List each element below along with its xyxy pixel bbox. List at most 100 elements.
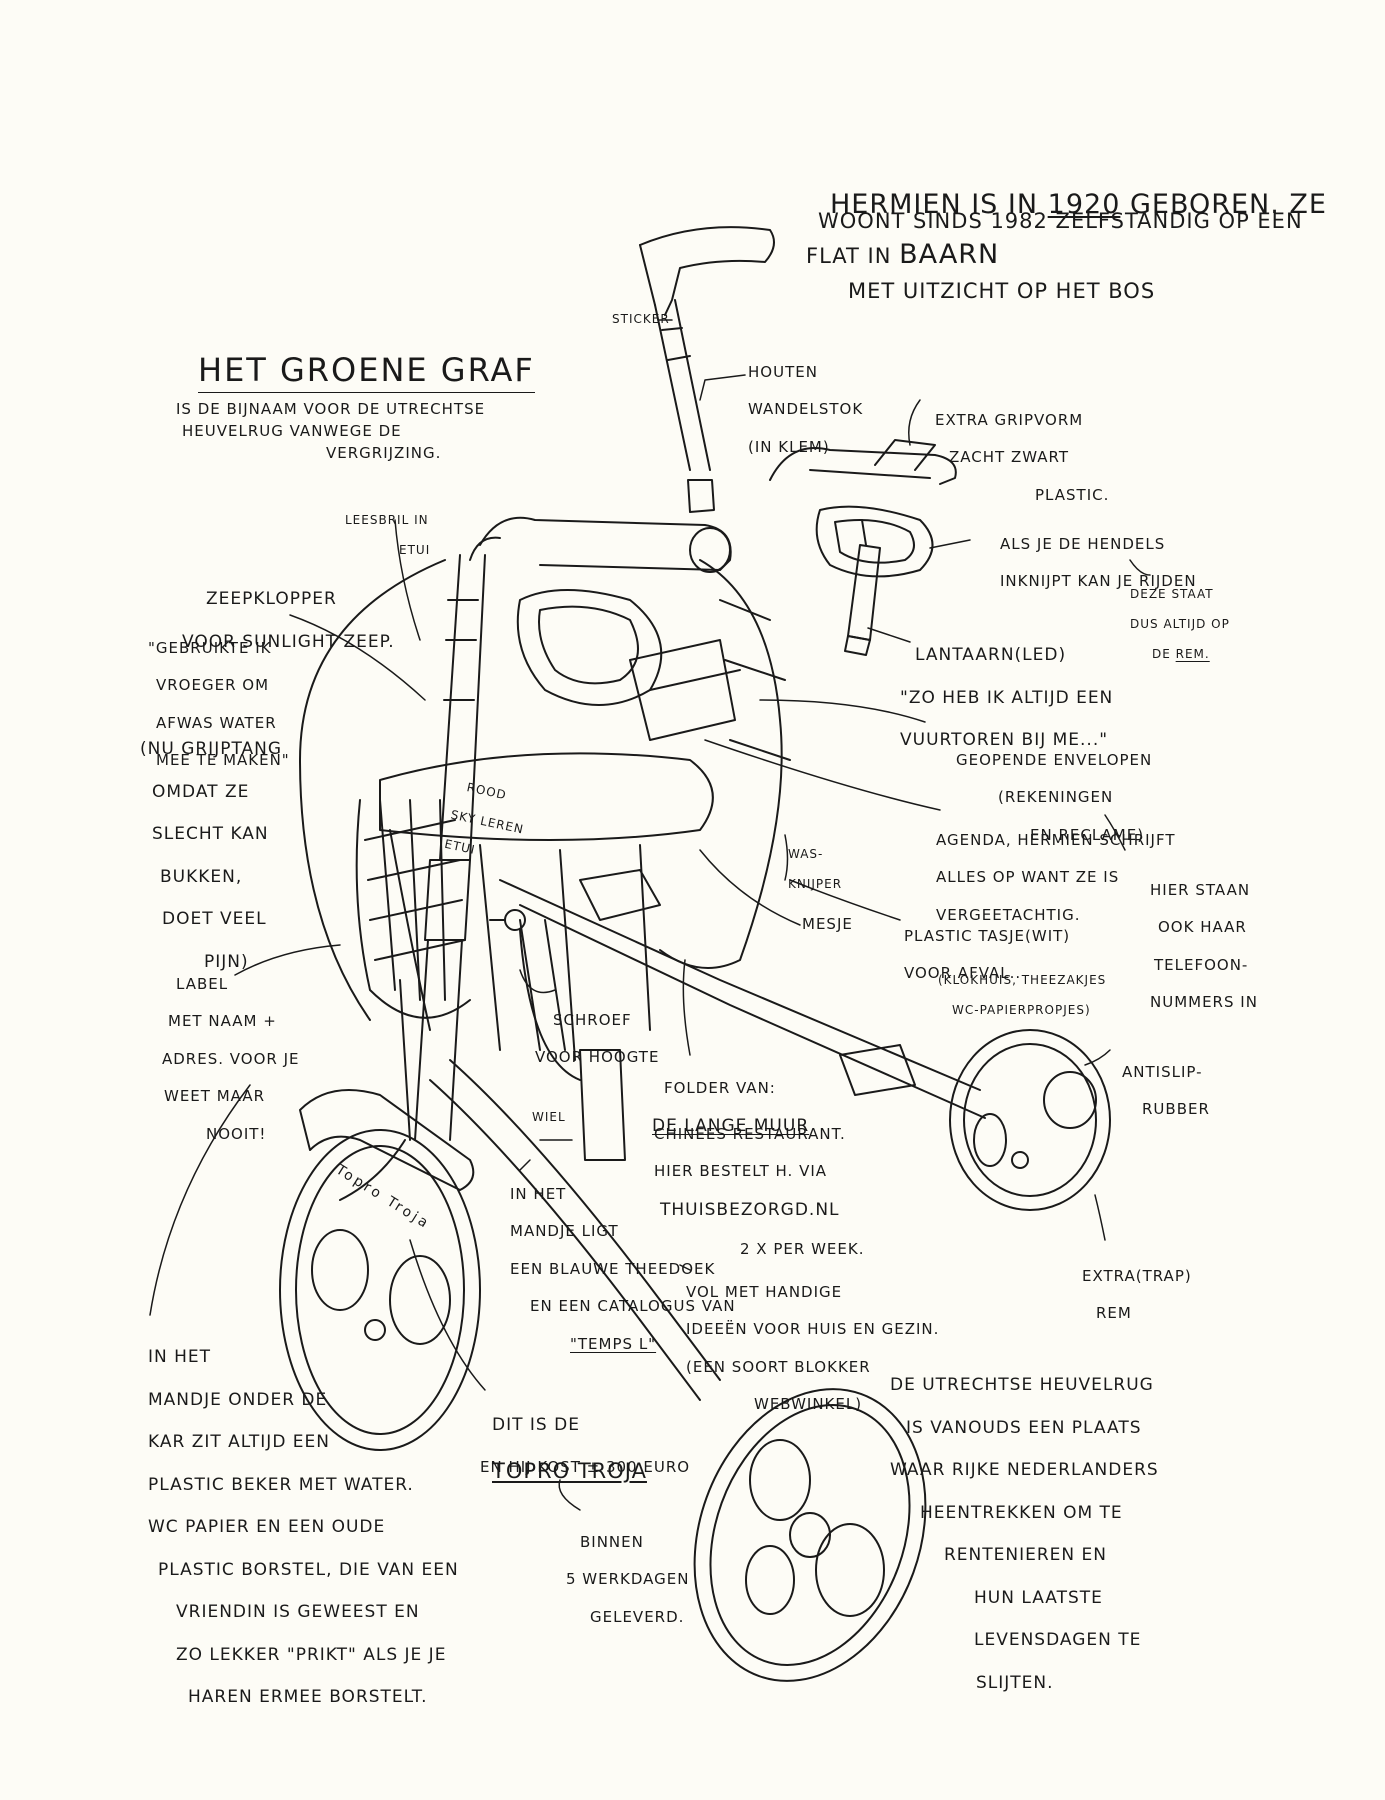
note-basket-top-3: een blauwe theedoek: [510, 1259, 716, 1278]
note-grabber-3: slecht kan: [152, 824, 269, 845]
note-topro-price: en hij kost ± 300 euro: [480, 1458, 691, 1476]
note-catalogue-2: ideeën voor huis en gezin.: [686, 1320, 940, 1339]
note-topro-1: Dit is de: [492, 1415, 580, 1436]
note-label-2: met naam +: [168, 1012, 277, 1031]
note-label: Label met naam + adres. voor je weet maa…: [162, 956, 299, 1162]
header-note: Hermien is in 1920 geboren. Ze: [830, 168, 1327, 242]
header-line-1b: geboren. Ze: [1120, 189, 1327, 220]
note-catalogue-1: vol met handige: [686, 1282, 843, 1301]
note-basket-bottom-3: kar zit altijd een: [148, 1432, 331, 1453]
note-kick-brake: Extra(trap) rem: [1082, 1248, 1192, 1342]
note-delivery-3: geleverd.: [590, 1607, 685, 1626]
note-basket-bottom-1: In het: [148, 1347, 212, 1368]
note-heuvelrug-4: heentrekken om te: [920, 1502, 1123, 1523]
note-clothes-peg: Was- knijper: [788, 832, 842, 907]
note-delivery-1: Binnen: [580, 1532, 644, 1551]
title-sub-2: Heuvelrug vanwege de: [182, 422, 402, 440]
note-lantern-3: vuurtoren bij me...": [900, 730, 1109, 751]
note-phone-numbers: Hier staan ook haar telefoon- nummers in: [1150, 862, 1258, 1031]
note-lantern-1: Lantaarn(LED): [915, 645, 1067, 666]
note-folder-3: Chinees restaurant.: [654, 1124, 846, 1143]
note-bag-2: voor afval..: [904, 964, 1022, 983]
note-folder-1: Folder van:: [664, 1078, 776, 1097]
note-kick-brake-1: Extra(trap): [1082, 1266, 1192, 1285]
note-catalogue-3: (een soort Blokker: [686, 1357, 871, 1376]
note-case-1: Rood: [465, 780, 508, 803]
note-catalogue-4: webwinkel): [754, 1395, 863, 1414]
note-delivery-2: 5 werkdagen: [566, 1570, 690, 1589]
note-clothes-peg-2: knijper: [788, 877, 843, 891]
note-basket-bottom-9: haren ermee borstelt.: [188, 1687, 428, 1708]
note-heuvelrug-7: levensdagen te: [974, 1630, 1142, 1651]
note-agenda: Agenda, Hermien schrijft alles op want z…: [936, 812, 1176, 943]
note-soap-quote-2: vroeger om: [156, 676, 270, 695]
note-soap-quote: "Gebruikte ik vroeger om afwas water mee…: [148, 620, 290, 789]
note-folder-5: Thuisbezorgd.nl: [660, 1199, 840, 1220]
note-delivery: Binnen 5 werkdagen geleverd.: [566, 1514, 690, 1645]
note-handles-2: inknijpt kan je rijden: [1000, 572, 1197, 591]
note-phone-numbers-4: nummers in: [1150, 993, 1258, 1012]
note-case-2: sky leren: [449, 807, 526, 837]
title-sub-3: vergrijzing.: [326, 444, 442, 462]
header-line-3: flat in Baarn: [806, 238, 999, 272]
note-bag-1: Plastic tasje(wit): [904, 926, 1071, 945]
note-basket-top-1: In het: [510, 1184, 567, 1203]
note-phone-numbers-1: Hier staan: [1150, 880, 1251, 899]
note-antislip-1: Antislip-: [1122, 1062, 1203, 1081]
note-grabber-6: pijn): [204, 951, 249, 972]
note-cane-1: Houten: [748, 362, 818, 381]
note-grip-1: Extra gripvorm: [935, 410, 1084, 429]
note-reading-glasses-2: etui: [399, 543, 431, 557]
note-grabber-2: omdat ze: [152, 781, 250, 802]
cane-drawing: [639, 226, 775, 513]
note-envelopes-3: en reclame): [1030, 825, 1145, 844]
header-line-3a: flat in: [806, 244, 900, 268]
note-agenda-3: vergeetachtig.: [936, 905, 1081, 924]
note-brake-3b: rem.: [1175, 647, 1210, 661]
note-label-3: adres. voor je: [162, 1049, 300, 1068]
note-label-4: weet maar: [164, 1087, 266, 1106]
leader-lines: [149, 319, 1151, 1511]
header-year: 1920: [1047, 189, 1121, 220]
note-brake: Deze staat dus altijd op de rem.: [1130, 572, 1230, 677]
header-line-2: woont sinds 1982 zelfstandig op een: [818, 209, 1303, 233]
note-basket-top-2: mandje ligt: [510, 1222, 619, 1241]
note-topro: Dit is de Topro Troja: [492, 1394, 647, 1505]
note-screw-2: voor hoogte: [535, 1048, 660, 1067]
lower-frame-drawing: [299, 869, 986, 1401]
note-antislip-2: rubber: [1142, 1100, 1210, 1119]
note-grabber-1: (Nu grijptang: [140, 739, 283, 760]
note-bag-3: (klokhuis, theezakjes: [938, 973, 1107, 987]
note-catalogue: vol met handige ideeën voor huis en gezi…: [686, 1264, 939, 1433]
note-bag-4: wc-papierpropjes): [952, 1003, 1091, 1017]
note-reading-glasses: Leesbril in etui: [345, 498, 430, 573]
note-clothes-peg-1: Was-: [788, 847, 824, 861]
note-label-5: nooit!: [206, 1124, 267, 1143]
header-line-4: met uitzicht op het bos: [848, 279, 1156, 303]
note-basket-top: In het mandje ligt een blauwe theedoek e…: [510, 1166, 736, 1372]
note-brake-1: Deze staat: [1130, 587, 1214, 601]
note-case-3: etui: [443, 836, 477, 857]
note-soap-beater: Zeepklopper voor Sunlight zeep.: [182, 568, 395, 674]
note-soap-beater-1: Zeepklopper: [206, 589, 337, 610]
note-envelopes-1: Geopende envelopen: [956, 750, 1153, 769]
note-handles: Als je de hendels inknijpt kan je rijden: [1000, 516, 1197, 610]
note-grabber: (Nu grijptang omdat ze slecht kan bukken…: [140, 718, 282, 994]
page-title: Het groene graf: [198, 350, 535, 393]
note-wheel: Wiel: [532, 1110, 566, 1124]
note-basket-bottom-6: plastic borstel, die van een: [158, 1559, 459, 1580]
note-basket-bottom-8: zo lekker "prikt" als je je: [176, 1644, 447, 1665]
header-city: Baarn: [899, 239, 1000, 270]
note-lantern: Lantaarn(LED) "Zo heb ik altijd een vuur…: [900, 624, 1113, 773]
note-heuvelrug: De Utrechtse Heuvelrug is vanouds een pl…: [890, 1354, 1159, 1715]
frame-drawing: [299, 554, 791, 1201]
note-heuvelrug-5: rentenieren en: [944, 1545, 1107, 1566]
note-basket-bottom-4: plastic beker met water.: [148, 1474, 414, 1495]
note-cane: Houten wandelstok (in klem): [748, 344, 863, 475]
note-grip-2: zacht zwart: [949, 448, 1069, 467]
note-phone-numbers-2: ook haar: [1158, 918, 1247, 937]
note-agenda-1: Agenda, Hermien schrijft: [936, 830, 1176, 849]
note-bag: Plastic tasje(wit) voor afval..: [904, 908, 1070, 1002]
note-screw-1: Schroef: [553, 1010, 632, 1029]
